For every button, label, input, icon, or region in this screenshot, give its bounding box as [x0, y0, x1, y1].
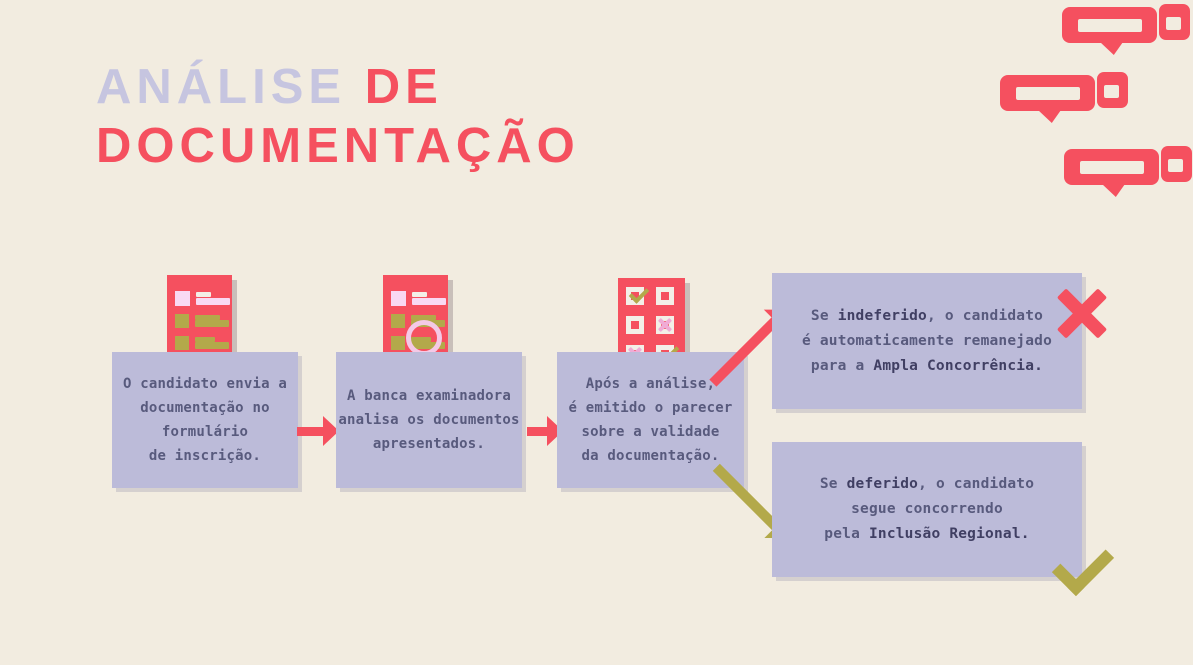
- text-segment-bold: Inclusão Regional.: [868, 526, 1030, 542]
- step-text-line: A banca examinadora: [347, 388, 511, 404]
- text-segment: é automaticamente remanejado: [801, 332, 1053, 349]
- outcome-rejected-box: Se indeferido, o candidato é automaticam…: [772, 273, 1082, 409]
- document-icon: [167, 275, 232, 367]
- chat-bubble-tail: [1038, 110, 1061, 123]
- step-text-line: apresentados.: [372, 436, 486, 452]
- doc-line: [196, 292, 211, 297]
- doc-line: [412, 298, 446, 305]
- checkbox-empty: [626, 316, 644, 334]
- checkbox-inner: [631, 321, 639, 329]
- document-line-row: [391, 291, 448, 306]
- chat-bubble-icon: [1062, 4, 1190, 56]
- outcome-text-line: segue concorrendo: [820, 497, 1034, 522]
- outcome-rejected-text: Se indeferido, o candidato é automaticam…: [802, 304, 1052, 379]
- outcome-text-line: para a Ampla Concorrência.: [802, 354, 1052, 379]
- text-segment: para a: [810, 357, 874, 374]
- step-text-line: de inscrição.: [148, 448, 262, 464]
- doc-line: [195, 337, 215, 342]
- checkbox-crossed: [656, 316, 674, 334]
- step-2-box: A banca examinadora analisa os documento…: [336, 352, 522, 488]
- step-text-line: O candidato envia a: [123, 376, 287, 392]
- arrow-right-icon: [297, 416, 339, 446]
- title-word-analise: ANÁLISE: [96, 60, 347, 114]
- step-text-line: analisa os documentos: [338, 412, 520, 428]
- doc-line: [412, 292, 427, 297]
- x-mark-icon: [656, 316, 674, 334]
- step-text-line: documentação no: [140, 400, 270, 416]
- doc-line: [195, 320, 229, 327]
- checkbox-inner: [631, 292, 639, 300]
- doc-line: [195, 342, 229, 349]
- outcome-text-line: Se indeferido, o candidato: [802, 304, 1052, 329]
- check-mark-icon: [628, 283, 650, 304]
- step-text-line: formulário: [161, 424, 249, 440]
- text-segment: Se: [819, 476, 847, 492]
- outcome-text-line: é automaticamente remanejado: [802, 329, 1052, 354]
- chat-bubble-text-bar: [1080, 161, 1144, 174]
- text-segment: Se: [810, 307, 838, 324]
- text-segment: segue concorrendo: [851, 501, 1003, 517]
- chat-bubble-text-bar: [1016, 87, 1080, 100]
- doc-line: [195, 315, 220, 320]
- title-word-de: DE: [364, 60, 443, 114]
- step-1-text: O candidato envia a documentação no form…: [123, 372, 287, 468]
- doc-lines: [195, 314, 229, 328]
- chat-bubble-text-bar: [1078, 19, 1142, 32]
- document-line-row: [175, 336, 232, 350]
- arrow-right-icon: [527, 416, 563, 446]
- outcome-text-line: Se deferido, o candidato: [820, 472, 1034, 497]
- outcome-approved-text: Se deferido, o candidato segue concorren…: [820, 472, 1034, 547]
- step-3-box: Após a análise, é emitido o parecer sobr…: [557, 352, 744, 488]
- step-3-text: Após a análise, é emitido o parecer sobr…: [569, 372, 733, 468]
- doc-olive-square: [175, 336, 189, 350]
- doc-pink-square: [391, 291, 406, 306]
- outcome-approved-box: Se deferido, o candidato segue concorren…: [772, 442, 1082, 577]
- title-word-documentacao: DOCUMENTAÇÃO: [96, 119, 580, 173]
- checkbox-checked: [626, 283, 650, 305]
- chat-bubble-icon: [1000, 72, 1128, 124]
- doc-line: [411, 315, 436, 320]
- step-text-line: é emitido o parecer: [568, 400, 733, 416]
- page-title: ANÁLISE DE DOCUMENTAÇÃO: [96, 58, 580, 176]
- doc-lines: [412, 291, 446, 306]
- outcome-text-line: pela Inclusão Regional.: [820, 522, 1034, 547]
- chat-bubble-text-square: [1166, 17, 1181, 30]
- doc-olive-square: [391, 336, 405, 350]
- magnifier-icon: [406, 320, 442, 356]
- chat-bubble-tail: [1102, 184, 1125, 197]
- x-mark-icon: [1056, 287, 1108, 339]
- document-line-row: [175, 291, 232, 306]
- text-segment-bold: deferido: [846, 476, 919, 492]
- step-1-box: O candidato envia a documentação no form…: [112, 352, 298, 488]
- doc-olive-square: [175, 314, 189, 328]
- doc-lines: [196, 291, 230, 306]
- chat-bubble-text-square: [1168, 159, 1183, 172]
- arrow-down-right-icon: [712, 463, 780, 531]
- step-text-line: Após a análise,: [585, 376, 716, 392]
- step-2-text: A banca examinadora analisa os documento…: [338, 384, 519, 456]
- doc-pink-square: [175, 291, 190, 306]
- chat-bubble-text-square: [1104, 85, 1119, 98]
- text-segment-bold: indeferido: [837, 307, 927, 324]
- checkbox-inner: [661, 292, 669, 300]
- text-segment: , o candidato: [918, 476, 1035, 492]
- checkbox-empty: [656, 287, 674, 305]
- text-segment-bold: Ampla Concorrência.: [873, 357, 1044, 374]
- text-segment: , o candidato: [927, 307, 1044, 324]
- text-segment: pela: [824, 526, 869, 542]
- doc-lines: [195, 336, 229, 350]
- chat-bubble-tail: [1100, 42, 1123, 55]
- document-line-row: [175, 314, 232, 328]
- step-text-line: da documentação.: [581, 448, 720, 464]
- doc-line: [196, 298, 230, 305]
- doc-olive-square: [391, 314, 405, 328]
- chat-bubble-icon: [1064, 146, 1192, 198]
- step-text-line: sobre a validade: [581, 424, 720, 440]
